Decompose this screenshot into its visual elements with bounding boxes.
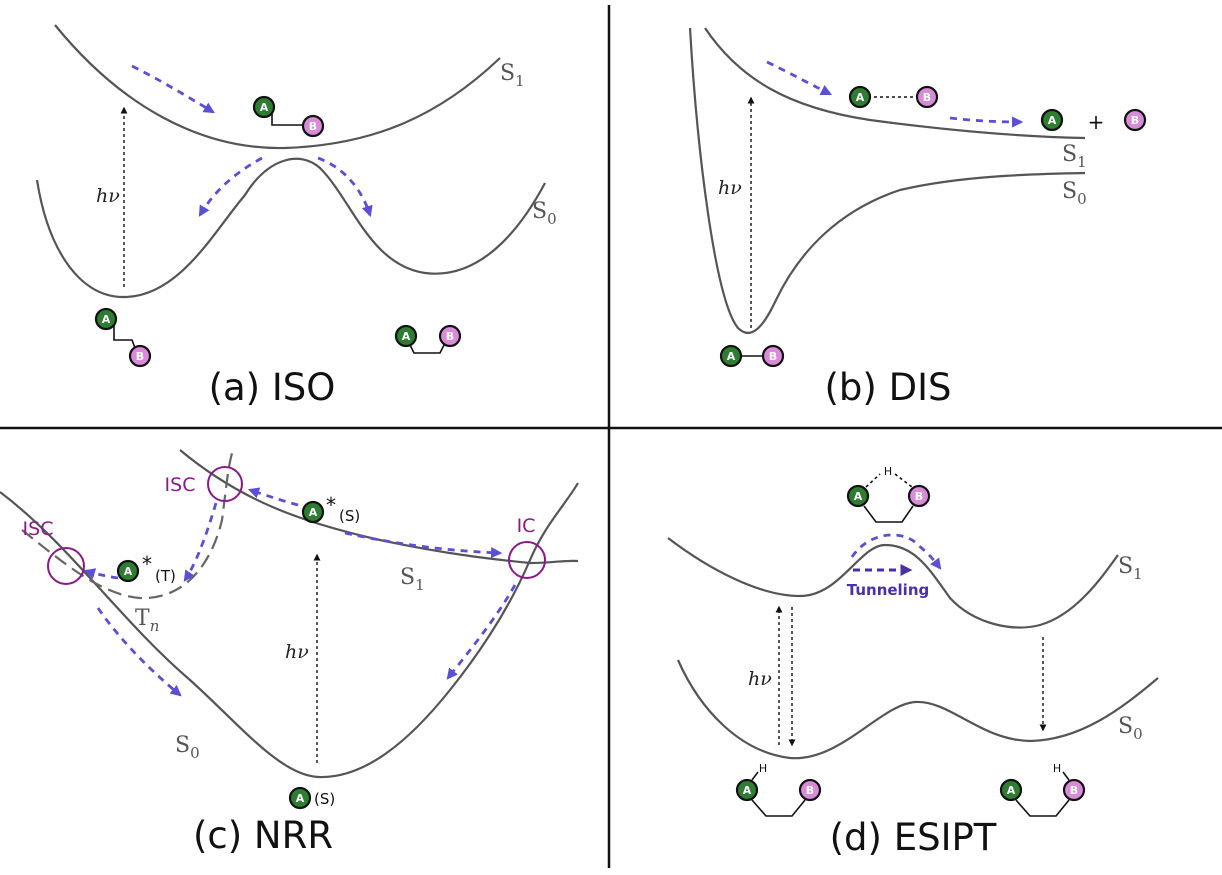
iso-relax-arrow [131,64,215,114]
nrr-singlet-excited-molecule: A * (S) [301,493,360,525]
iso-s1-label: S1 [500,61,525,90]
dis-caption: (b) DIS [824,366,951,409]
esipt-keto-molecule: H A B [999,762,1086,817]
dis-s1-curve [704,27,1086,140]
svg-text:B: B [915,490,923,503]
dis-dissociation-arrow [949,116,1024,128]
iso-caption: (a) ISO [209,366,336,409]
nrr-s1-to-isc-arrow [247,487,299,507]
nrr-s0-label: S0 [175,733,200,762]
svg-text:B: B [1131,114,1139,127]
nrr-ground-molecule: A (S) [288,786,335,810]
esipt-s1-curve [667,537,1119,629]
iso-right-decay-arrow [317,156,373,218]
esipt-excited-molecule: H A B [846,465,931,523]
svg-text:A: A [856,91,865,104]
svg-text:*: * [326,493,336,517]
svg-text:B: B [446,330,454,343]
dis-relax-arrow [766,60,833,96]
iso-s0-curve [35,157,546,299]
svg-text:H: H [759,762,767,775]
svg-text:A: A [296,792,305,805]
svg-text:(S): (S) [314,790,335,808]
nrr-s1-label: S1 [400,565,425,594]
nrr-isc-to-s0-arrow [96,607,182,697]
iso-trans-molecule: A B [94,307,152,368]
panel-dis: S1 S0 hν A B A + B A B (b) DIS [688,27,1147,409]
iso-excited-molecule: A B [252,95,325,138]
nrr-s0-curve [0,482,579,779]
dis-hnu-label: hν [718,177,742,199]
esipt-s0-curve [676,659,1159,760]
nrr-isc-crossing-lower [47,547,85,585]
svg-text:A: A [1048,114,1057,127]
svg-text:B: B [1070,784,1078,797]
svg-text:A: A [102,313,111,326]
esipt-s1-label: S1 [1118,554,1143,583]
nrr-ic-to-s0-arrow [446,584,517,680]
panel-iso: S1 S0 hν A B A B A B (a) ISO [35,24,557,409]
nrr-tn-label: Tn [135,606,159,635]
esipt-s0-label: S0 [1118,714,1143,743]
dis-s0-label: S0 [1062,179,1087,208]
svg-text:A: A [727,350,736,363]
svg-text:A: A [309,506,318,519]
svg-text:*: * [142,552,152,576]
nrr-ic-label: IC [517,515,536,537]
svg-text:A: A [743,784,752,797]
panel-esipt: S1 S0 Tunneling hν H A B H A B H A [667,465,1159,859]
dis-stretched-molecule: A B [848,85,939,109]
nrr-s1-curve [179,449,579,565]
svg-text:B: B [309,120,317,133]
iso-left-decay-arrow [198,156,263,217]
svg-text:B: B [136,350,144,363]
dis-s0-curve [688,27,1086,334]
esipt-tunneling-label: Tunneling [847,581,930,599]
svg-text:A: A [1007,784,1016,797]
iso-s0-label: S0 [532,199,557,228]
svg-text:B: B [923,91,931,104]
nrr-isc-down-arrow [183,502,218,582]
nrr-triplet-to-isc-arrow [83,568,119,580]
esipt-hnu-label: hν [748,668,772,690]
iso-cis-molecule: A B [394,324,462,354]
nrr-isc-label-upper: ISC [165,474,196,496]
svg-text:A: A [854,490,863,503]
svg-text:H: H [884,465,892,478]
nrr-ic-crossing [508,541,546,579]
nrr-isc-crossing-upper [207,466,243,502]
iso-hnu-label: hν [96,185,120,207]
esipt-enol-molecule: H A B [735,762,822,817]
svg-text:(T): (T) [155,567,176,585]
svg-text:A: A [402,330,411,343]
svg-text:B: B [769,350,777,363]
iso-s1-curve [54,24,501,150]
nrr-s1-to-ic-arrow [344,531,503,559]
svg-text:A: A [124,565,133,578]
nrr-tn-curve [21,449,235,600]
panel-nrr: S1 S0 Tn ISC ISC IC hν A * (S) A * (T) A… [0,449,579,857]
nrr-isc-label-lower: ISC [23,518,54,540]
nrr-hnu-label: hν [285,641,309,663]
svg-text:B: B [806,784,814,797]
dis-ground-molecule: A B [719,344,785,368]
esipt-over-barrier-arrow [850,533,942,570]
svg-text:(S): (S) [339,507,360,525]
nrr-caption: (c) NRR [193,814,333,857]
svg-text:H: H [1053,762,1061,775]
dis-s1-label: S1 [1062,142,1087,171]
nrr-triplet-excited-molecule: A * (T) [116,552,176,585]
svg-text:A: A [260,101,269,114]
dis-fragments: A + B [1040,108,1147,134]
dis-plus-sign: + [1088,110,1105,134]
esipt-caption: (d) ESIPT [830,816,997,859]
